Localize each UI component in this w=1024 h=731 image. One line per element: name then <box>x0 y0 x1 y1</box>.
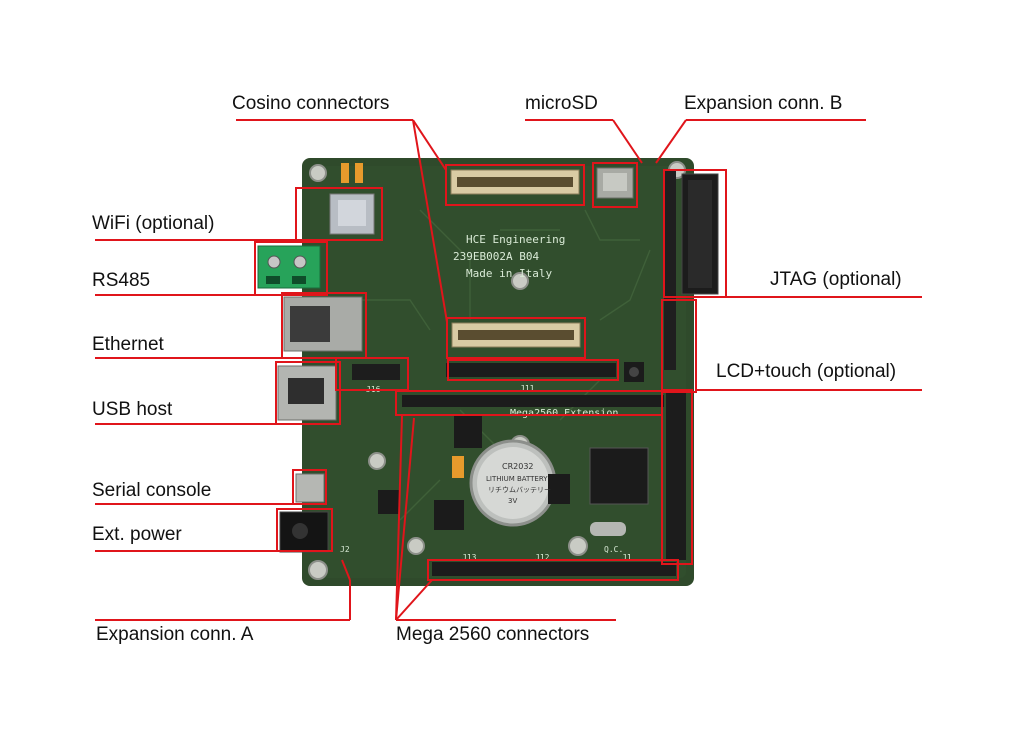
board-extension-text: Mega2560 Extension <box>510 408 618 419</box>
label-mega-connectors: Mega 2560 connectors <box>396 624 590 645</box>
label-ext-power: Ext. power <box>92 524 182 545</box>
label-serial-console: Serial console <box>92 480 212 501</box>
expansion-b-header <box>664 170 676 370</box>
battery-text-3: リチウムバッテリー <box>488 486 551 494</box>
silk-j2: J2 <box>340 545 350 554</box>
mega-header-bottom <box>432 562 676 576</box>
label-jtag: JTAG (optional) <box>770 269 902 290</box>
silk-j11: J11 <box>520 384 535 393</box>
leader-lines <box>95 119 922 621</box>
label-expansion-b: Expansion conn. B <box>684 93 843 114</box>
label-ethernet: Ethernet <box>92 334 164 355</box>
mega-header-row-top <box>446 363 616 377</box>
mcu-chip <box>589 447 649 505</box>
label-usb-host: USB host <box>92 399 173 420</box>
label-lcd-touch: LCD+touch (optional) <box>716 361 897 382</box>
label-cosino-connectors: Cosino connectors <box>232 93 390 114</box>
silk-j13: J13 <box>462 553 477 562</box>
silk-j1: J1 <box>622 553 632 562</box>
battery-text-1: CR2032 <box>502 462 534 471</box>
label-rs485: RS485 <box>92 270 151 291</box>
mega-header-right <box>666 392 686 560</box>
battery-text-4: 3V <box>508 497 517 505</box>
silk-qc: Q.C. <box>604 545 623 554</box>
board-origin-text: Made in Italy <box>466 267 552 280</box>
label-wifi: WiFi (optional) <box>92 213 215 234</box>
board-maker-text: HCE Engineering <box>466 233 565 246</box>
silk-j12: J12 <box>535 553 550 562</box>
mega-header-row-upper <box>402 395 664 407</box>
battery-text-2: LITHIUM BATTERY <box>486 475 548 483</box>
board-part-text: 239EB002A B04 <box>453 250 539 263</box>
label-microsd: microSD <box>525 93 598 114</box>
serial-console-port <box>295 473 325 503</box>
label-expansion-a: Expansion conn. A <box>96 624 254 645</box>
